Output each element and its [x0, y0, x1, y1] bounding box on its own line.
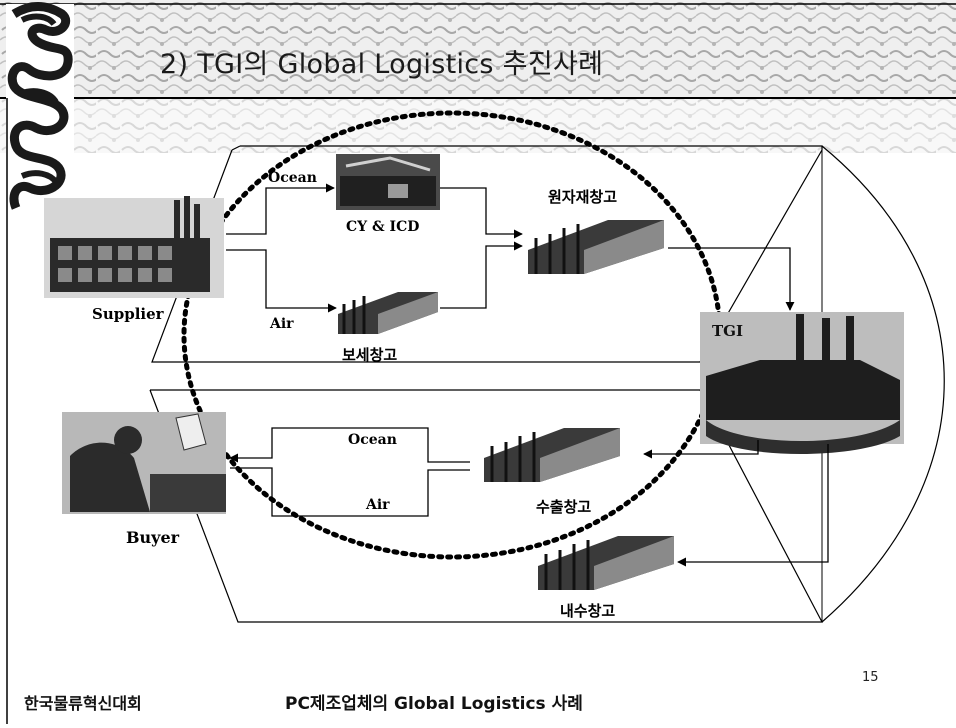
export-warehouse-icon [484, 428, 620, 482]
cy-icd-port-icon [336, 154, 440, 210]
buyer-person-icon [62, 412, 226, 514]
bonded-warehouse-label: 보세창고 [342, 346, 398, 364]
inbound-air-label: Air [270, 316, 294, 332]
supplier-label: Supplier [92, 305, 164, 323]
upper-flow-frame [151, 145, 823, 363]
page-number: 15 [862, 670, 879, 685]
header-band [0, 0, 956, 153]
outbound-air-label: Air [366, 497, 390, 513]
inbound-flow-arrows [226, 183, 795, 313]
footer-subtitle: PC제조업체의 Global Logistics 사례 [285, 694, 583, 714]
focus-dotted-circle [181, 110, 723, 560]
cy-icd-label: CY & ICD [346, 219, 420, 235]
tgi-boundary-arc [821, 145, 945, 623]
inbound-ocean-label: Ocean [268, 170, 317, 186]
outbound-flow-arrows [229, 427, 829, 567]
tgi-label: TGI [712, 322, 743, 340]
page-title: 2) TGI의 Global Logistics 추진사례 [160, 49, 604, 80]
raw-material-warehouse-label: 원자재창고 [548, 188, 618, 206]
buyer-label: Buyer [126, 528, 180, 547]
tgi-factory-icon [700, 312, 904, 454]
export-warehouse-label: 수출창고 [536, 498, 592, 516]
domestic-warehouse-label: 내수창고 [560, 602, 616, 620]
supplier-factory-icon [44, 196, 224, 298]
domestic-warehouse-icon [538, 536, 674, 590]
left-ornament [6, 2, 74, 220]
footer-event-name: 한국물류혁신대회 [24, 694, 142, 713]
outbound-ocean-label: Ocean [348, 432, 397, 448]
bonded-warehouse-icon [338, 292, 438, 334]
raw-material-warehouse-icon [528, 220, 664, 274]
